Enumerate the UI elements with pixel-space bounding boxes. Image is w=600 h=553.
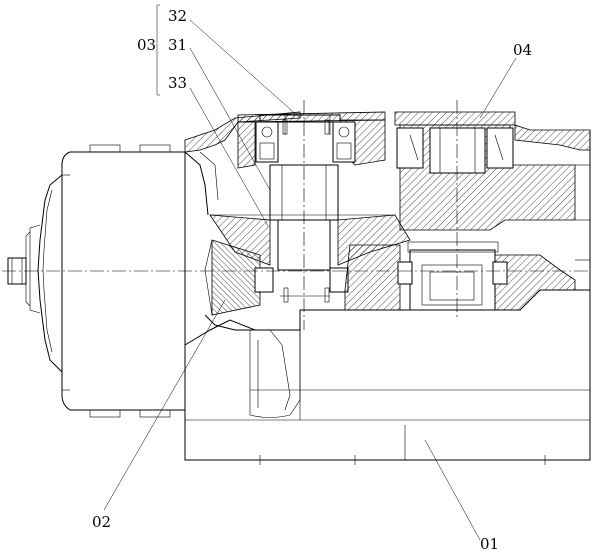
gearbox-right-end bbox=[575, 130, 591, 290]
housing-left-wall bbox=[184, 151, 255, 331]
label-33: 33 bbox=[168, 74, 187, 92]
label-01: 01 bbox=[480, 535, 499, 553]
input-shaft-bearings bbox=[255, 121, 356, 163]
label-32: 32 bbox=[168, 7, 187, 25]
motor-body bbox=[61, 144, 186, 418]
label-31: 31 bbox=[168, 36, 187, 54]
gearbox-housing-top bbox=[184, 111, 591, 169]
bearing-cover-plate bbox=[259, 114, 341, 135]
label-04: 04 bbox=[513, 41, 532, 59]
motor-adapter-housing bbox=[184, 329, 301, 418]
label-03: 03 bbox=[137, 36, 156, 54]
base-housing bbox=[184, 289, 591, 465]
label-02: 02 bbox=[92, 513, 111, 531]
center-lines bbox=[2, 100, 590, 330]
output-gear bbox=[396, 124, 576, 231]
output-bearing-block bbox=[344, 241, 576, 311]
motor-flange-face bbox=[25, 174, 63, 373]
leader-lines bbox=[103, 4, 517, 541]
